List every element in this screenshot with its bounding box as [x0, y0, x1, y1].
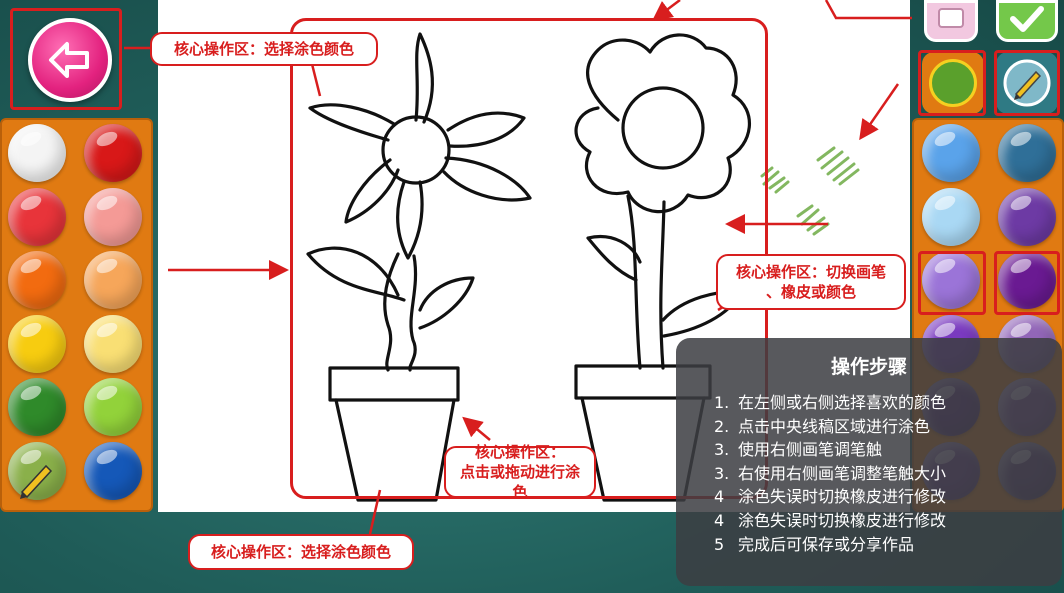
- highlight-back-button: [10, 8, 122, 110]
- right-color-swatch-6[interactable]: [998, 251, 1056, 309]
- back-button[interactable]: [28, 18, 112, 102]
- left-color-swatch-5[interactable]: [8, 251, 66, 309]
- left-color-swatch-1[interactable]: [8, 124, 66, 182]
- back-arrow-icon: [49, 42, 89, 78]
- step-text: 使用右侧画笔调笔触: [738, 440, 883, 460]
- callout-painting-area: 核心操作区： 点击或拖动进行涂色: [444, 443, 596, 501]
- left-color-swatch-8[interactable]: [84, 314, 142, 373]
- left-color-swatch-3[interactable]: [8, 187, 66, 246]
- highlight-brush-button: [994, 50, 1060, 116]
- callout-line-1: 核心操作区：: [474, 442, 565, 461]
- left-color-swatch-6[interactable]: [84, 251, 142, 309]
- current-color-button[interactable]: [922, 52, 984, 114]
- callout-color-select-bottom: 核心操作区：选择涂色颜色: [188, 534, 414, 570]
- left-color-swatch-11[interactable]: [8, 441, 66, 500]
- step-number: 2.: [714, 416, 730, 436]
- highlight-color-button: [918, 50, 986, 116]
- step-number: 3.: [714, 440, 730, 460]
- instruction-step: 1. 在左侧或右侧选择喜欢的颜色: [714, 391, 1044, 415]
- confirm-button[interactable]: [996, 0, 1058, 42]
- current-color-indicator: [929, 59, 977, 107]
- step-number: 5: [714, 534, 725, 554]
- step-text: 涂色失误时切换橡皮进行修改: [738, 510, 947, 530]
- callout-line-1: 核心操作区：切换画笔: [735, 262, 886, 281]
- instruction-step: 5 完成后可保存或分享作品: [714, 533, 1044, 557]
- step-number: 4: [714, 487, 725, 507]
- step-text: 完成后可保存或分享作品: [738, 534, 915, 554]
- step-number: 1.: [714, 393, 730, 412]
- checkmark-icon: [1010, 6, 1044, 32]
- instruction-step: 4 涂色失误时切换橡皮进行修改: [714, 485, 1044, 509]
- instruction-panel: 操作步骤 1. 在左侧或右侧选择喜欢的颜色 2. 点击中央线稿区域进行涂色 3. 使用右侧…: [676, 338, 1062, 586]
- left-color-swatch-9[interactable]: [8, 378, 66, 436]
- highlight-swatch-b: [994, 251, 1060, 315]
- right-color-swatch-3[interactable]: [922, 187, 980, 246]
- step-text: 涂色失误时切换橡皮进行修改: [738, 487, 947, 507]
- right-color-swatch-1[interactable]: [922, 124, 980, 182]
- eraser-button[interactable]: [924, 0, 978, 42]
- instruction-step: 3. 使用右侧画笔调笔触: [714, 438, 1044, 462]
- step-number: 4: [714, 510, 725, 530]
- step-text: 右使用右侧画笔调整笔触大小: [738, 463, 947, 483]
- instruction-step: 4 涂色失误时切换橡皮进行修改: [714, 509, 1044, 533]
- right-color-swatch-4[interactable]: [998, 187, 1056, 246]
- callout-color-select-top: 核心操作区：选择涂色颜色: [150, 32, 378, 66]
- right-color-swatch-5[interactable]: [922, 251, 980, 309]
- instruction-step: 3. 右使用右侧画笔调整笔触大小: [714, 462, 1044, 486]
- brush-icon: [1003, 59, 1051, 107]
- highlight-swatch-a: [918, 251, 986, 315]
- callout-text: 核心操作区：选择涂色颜色: [210, 542, 391, 561]
- step-text: 在左侧或右侧选择喜欢的颜色: [738, 393, 947, 412]
- callout-tool-switch: 核心操作区：切换画笔 、橡皮或颜色: [716, 254, 906, 310]
- left-color-swatch-12[interactable]: [84, 441, 142, 500]
- instruction-title: 操作步骤: [830, 356, 907, 378]
- callout-text: 核心操作区：选择涂色颜色: [173, 39, 354, 58]
- left-color-swatch-10[interactable]: [84, 378, 142, 436]
- right-color-swatch-2[interactable]: [998, 124, 1056, 182]
- step-number: 3.: [714, 463, 730, 483]
- callout-line-2: 点击或拖动进行涂色: [459, 462, 580, 502]
- instruction-list: 1. 在左侧或右侧选择喜欢的颜色 2. 点击中央线稿区域进行涂色 3. 使用右侧画笔调笔触…: [714, 391, 1044, 556]
- left-color-swatch-2[interactable]: [84, 124, 142, 182]
- pencil-icon: [14, 456, 60, 506]
- step-text: 点击中央线稿区域进行涂色: [738, 416, 931, 436]
- left-color-swatch-4[interactable]: [84, 187, 142, 246]
- callout-line-2: 、橡皮或颜色: [765, 283, 856, 301]
- brush-button[interactable]: [996, 52, 1058, 114]
- left-color-swatch-7[interactable]: [8, 314, 66, 373]
- eraser-icon: [938, 8, 964, 28]
- instruction-step: 2. 点击中央线稿区域进行涂色: [714, 415, 1044, 439]
